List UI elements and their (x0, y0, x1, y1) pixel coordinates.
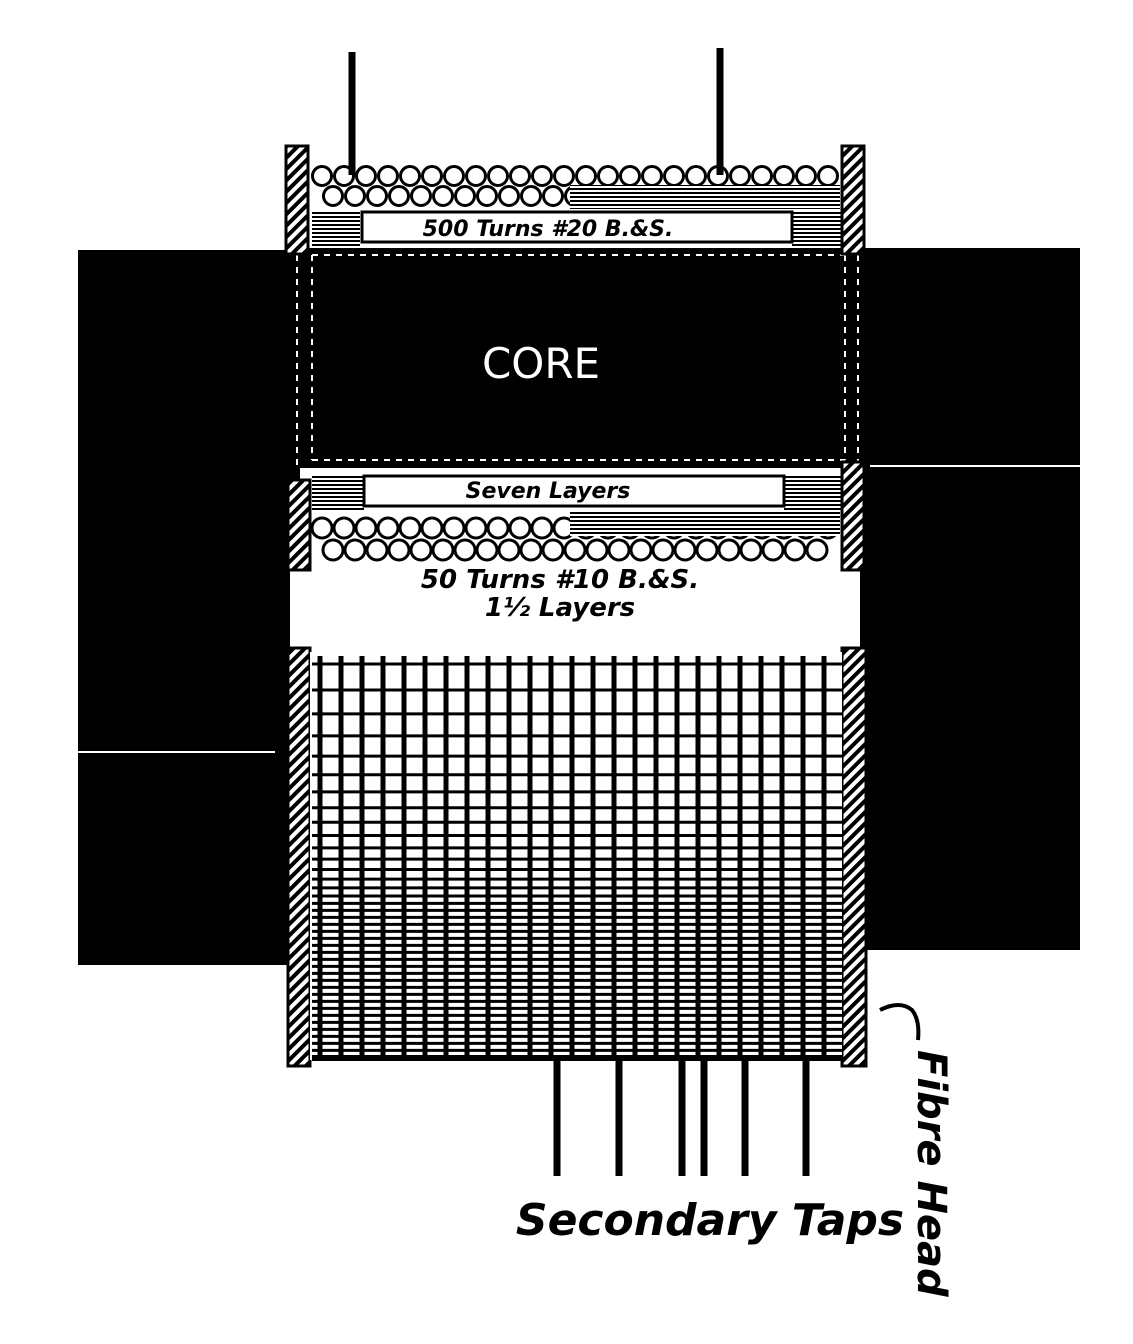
wire-turn (673, 538, 697, 562)
wire-turn (332, 516, 356, 540)
wire-turn (487, 165, 509, 187)
wire-turn (498, 185, 520, 207)
wire-turn (475, 538, 499, 562)
label-secondary-taps: Secondary Taps (516, 1195, 904, 1246)
wire-turn (597, 165, 619, 187)
label-primary-bottom-2: 1½ Layers (485, 593, 635, 623)
wire-turn (322, 185, 344, 207)
wire-turn (651, 538, 675, 562)
wire-turn (563, 538, 587, 562)
wire-turn (585, 538, 609, 562)
wire-turn (729, 165, 751, 187)
wire-turn (366, 185, 388, 207)
wire-turn (508, 516, 532, 540)
wire-turn (321, 538, 345, 562)
wire-turn (783, 538, 807, 562)
label-primary-bottom-1: 50 Turns #10 B.&S. (421, 565, 699, 595)
wire-turn (575, 165, 597, 187)
wire-turn (717, 538, 741, 562)
wire-turn (509, 165, 531, 187)
fibre-head-bottom-right (840, 646, 868, 1068)
wire-turn (541, 538, 565, 562)
wire-turn (343, 538, 367, 562)
wire-turn (641, 165, 663, 187)
label-gap-area (290, 570, 860, 650)
wire-turn (365, 538, 389, 562)
middle-fine-right (784, 474, 842, 510)
label-seven-layers: Seven Layers (466, 479, 631, 504)
wire-turn (465, 165, 487, 187)
wire-turn (355, 165, 377, 187)
wire-turn (454, 185, 476, 207)
wire-turn (751, 165, 773, 187)
wire-turn (476, 185, 498, 207)
middle-winding-taper (570, 512, 840, 536)
secondary-winding-grid (312, 656, 842, 1061)
wire-turn (519, 538, 543, 562)
wire-turn (354, 516, 378, 540)
fibre-head-bottom-left (286, 646, 312, 1068)
core-center-block (300, 248, 860, 468)
middle-fine-left (312, 474, 364, 510)
wire-turn (388, 185, 410, 207)
wire-turn (805, 538, 829, 562)
core-right-block (860, 248, 1080, 950)
wire-turn (420, 516, 444, 540)
wire-turn (520, 185, 542, 207)
wire-turn (410, 185, 432, 207)
wire-turn (387, 538, 411, 562)
wire-turn (773, 165, 795, 187)
wire-turn (531, 165, 553, 187)
wire-turn (453, 538, 477, 562)
top-winding-taper (570, 185, 840, 209)
wire-turn (432, 185, 454, 207)
wire-turn (442, 516, 466, 540)
wire-turn (464, 516, 488, 540)
wire-turn (739, 538, 763, 562)
wire-turn (409, 538, 433, 562)
wire-turn (377, 165, 399, 187)
fibre-head-top-right (840, 144, 866, 256)
label-primary-top: 500 Turns #20 B.&S. (423, 217, 674, 242)
fibre-head-top-left (284, 144, 310, 256)
label-fibre-head: Fibre Head (908, 1050, 954, 1297)
wire-turn (431, 538, 455, 562)
wire-turn (497, 538, 521, 562)
secondary-tap-leads (553, 1058, 810, 1176)
wire-turn (553, 165, 575, 187)
wire-turn (443, 165, 465, 187)
wire-turn (486, 516, 510, 540)
wire-turn (421, 165, 443, 187)
top-winding-fine-left (312, 212, 360, 246)
wire-turn (530, 516, 554, 540)
label-core: CORE (482, 339, 600, 388)
core-left-block (78, 250, 300, 965)
wire-turn (817, 165, 839, 187)
wire-turn (607, 538, 631, 562)
top-winding-fine-right (792, 212, 842, 246)
wire-turn (629, 538, 653, 562)
wire-turn (542, 185, 564, 207)
wire-turn (761, 538, 785, 562)
seven-layers-box (362, 474, 786, 508)
wire-turn (685, 165, 707, 187)
wire-turn (695, 538, 719, 562)
secondary-winding (310, 652, 842, 1060)
wire-turn (399, 165, 421, 187)
wire-turn (398, 516, 422, 540)
fibre-head-mid-right (840, 460, 866, 572)
fibre-head-mid-left (286, 478, 312, 572)
wire-turn (310, 516, 334, 540)
wire-turn (344, 185, 366, 207)
wire-turn (376, 516, 400, 540)
fibre-head-pointer (879, 1003, 921, 1041)
top-label-box (360, 210, 794, 244)
wire-turn (311, 165, 333, 187)
wire-turn (795, 165, 817, 187)
wire-turn (663, 165, 685, 187)
wire-turn (619, 165, 641, 187)
